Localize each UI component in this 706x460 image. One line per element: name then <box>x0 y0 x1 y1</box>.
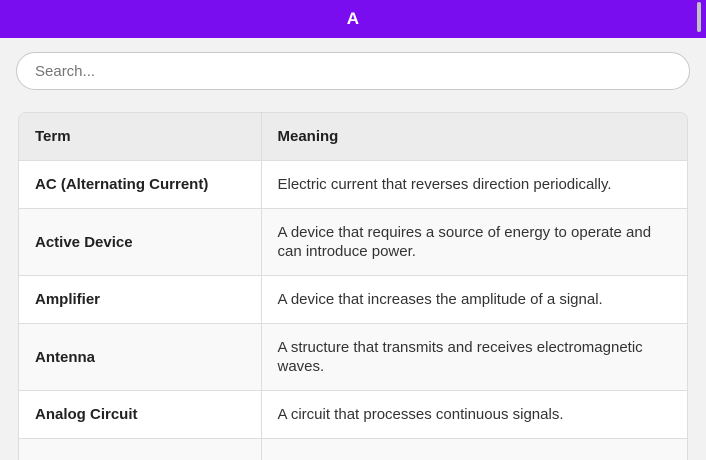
term-cell: AC (Alternating Current) <box>19 160 262 209</box>
search-input[interactable] <box>16 52 690 90</box>
table-row[interactable]: Analog Circuit A circuit that processes … <box>19 390 687 439</box>
term-cell: Active Device <box>19 208 262 276</box>
scrollbar-thumb[interactable] <box>697 2 701 32</box>
table-row[interactable]: Antenna A structure that transmits and r… <box>19 323 687 391</box>
glossary-table: Term Meaning AC (Alternating Current) El… <box>19 113 687 460</box>
page-title: A <box>346 9 360 28</box>
app-bar: A <box>0 0 706 38</box>
column-header-meaning: Meaning <box>261 113 687 161</box>
meaning-cell: A structure that transmits and receives … <box>261 323 687 391</box>
table-row[interactable]: Active Device A device that requires a s… <box>19 208 687 276</box>
meaning-cell <box>261 438 687 460</box>
table-row[interactable]: AC (Alternating Current) Electric curren… <box>19 160 687 209</box>
term-cell <box>19 438 262 460</box>
term-cell: Antenna <box>19 323 262 391</box>
meaning-cell: A device that requires a source of energ… <box>261 208 687 276</box>
table-header-row: Term Meaning <box>19 113 687 161</box>
meaning-cell: Electric current that reverses direction… <box>261 160 687 209</box>
term-cell: Analog Circuit <box>19 390 262 439</box>
glossary-table-container: Term Meaning AC (Alternating Current) El… <box>18 112 688 460</box>
search-container <box>16 52 690 90</box>
meaning-cell: A circuit that processes continuous sign… <box>261 390 687 439</box>
column-header-term: Term <box>19 113 262 161</box>
table-row[interactable]: Amplifier A device that increases the am… <box>19 275 687 324</box>
table-row[interactable] <box>19 438 687 460</box>
term-cell: Amplifier <box>19 275 262 324</box>
meaning-cell: A device that increases the amplitude of… <box>261 275 687 324</box>
